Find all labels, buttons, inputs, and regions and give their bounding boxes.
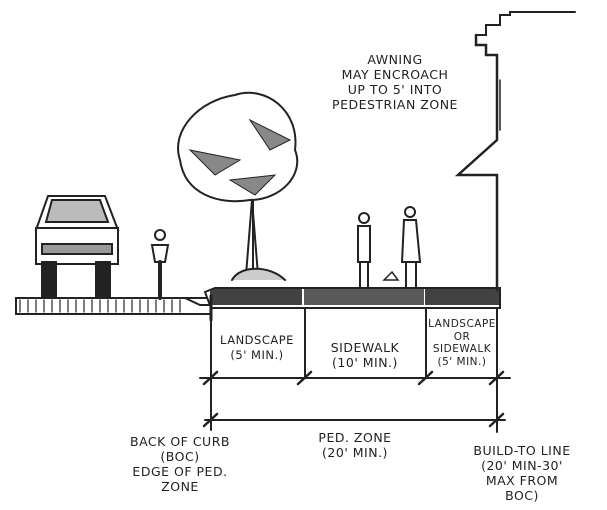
ped-zone-label-line: (20' MIN.) — [322, 445, 388, 460]
back-of-curb-line: EDGE OF PED. — [132, 464, 228, 479]
build-to-line-label: BUILD-TO LINE (20' MIN-30' MAX FROM BOC) — [473, 443, 570, 503]
build-to-line-line: MAX FROM — [485, 473, 559, 488]
landscape-or-sidewalk-line: LANDSCAPE — [428, 318, 496, 330]
landscape-or-sidewalk-zone-label: LANDSCAPE OR SIDEWALK (5' MIN.) — [428, 318, 496, 368]
back-of-curb-line: ZONE — [161, 479, 199, 494]
road-surface — [15, 297, 212, 315]
back-of-curb-line: (BOC) — [160, 449, 200, 464]
back-of-curb-line: BACK OF CURB — [130, 434, 230, 449]
dimension-lines — [199, 307, 511, 433]
building-outline — [454, 11, 576, 292]
landscape-or-sidewalk-line: (5' MIN.) — [437, 355, 487, 368]
landscape-zone-label: LANDSCAPE (5' MIN.) — [220, 333, 294, 363]
landscape-or-sidewalk-line: OR — [453, 330, 471, 343]
sidewalk-surface — [203, 287, 501, 322]
tree-sketch — [177, 91, 299, 281]
back-of-curb-label: BACK OF CURB (BOC) EDGE OF PED. ZONE — [130, 434, 230, 494]
awning-note-line: UP TO 5' INTO — [347, 82, 443, 97]
awning-note-line: PEDESTRIAN ZONE — [332, 97, 458, 112]
ped-zone-label-line: PED. ZONE — [318, 430, 392, 445]
awning-note-line: AWNING — [367, 52, 423, 67]
build-to-line-line: (20' MIN-30' — [481, 458, 563, 473]
awning-note-line: MAY ENCROACH — [341, 67, 449, 82]
landscape-or-sidewalk-line: SIDEWALK — [432, 343, 492, 355]
sidewalk-zone-label: SIDEWALK (10' MIN.) — [331, 340, 400, 370]
car-sketch — [34, 195, 120, 297]
pedestrian-sketch — [357, 206, 422, 288]
awning-note: AWNING MAY ENCROACH UP TO 5' INTO PEDEST… — [332, 52, 458, 112]
cyclist-sketch — [150, 229, 170, 300]
ped-zone-label: PED. ZONE (20' MIN.) — [318, 430, 391, 460]
build-to-line-line: BOC) — [505, 488, 539, 503]
sidewalk-label-line: SIDEWALK — [330, 340, 400, 355]
landscape-label-line: LANDSCAPE — [220, 333, 294, 347]
sidewalk-label-line: (10' MIN.) — [332, 355, 398, 370]
build-to-line-line: BUILD-TO LINE — [473, 443, 571, 458]
landscape-label-line: (5' MIN.) — [230, 348, 284, 362]
